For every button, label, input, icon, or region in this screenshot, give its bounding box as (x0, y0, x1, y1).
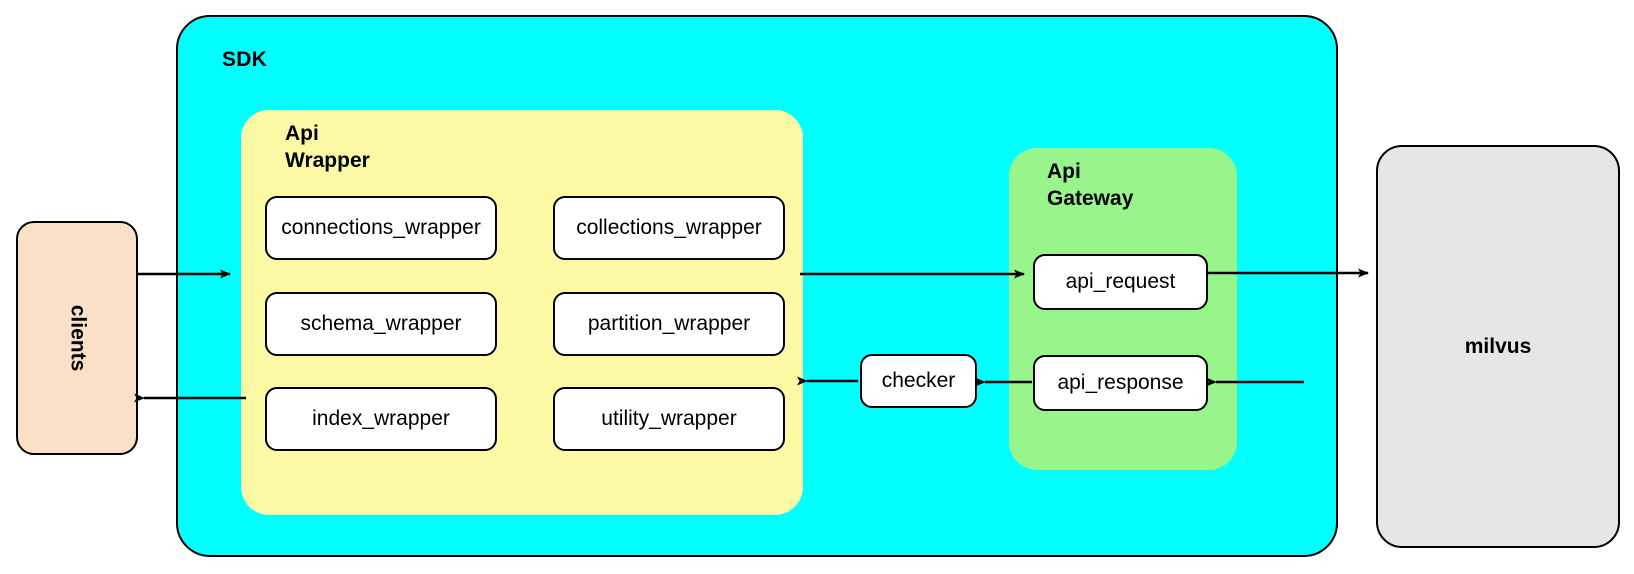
module-api-request[interactable]: api_request (1033, 254, 1208, 310)
module-connections-wrapper[interactable]: connections_wrapper (265, 196, 497, 260)
module-schema-wrapper[interactable]: schema_wrapper (265, 292, 497, 356)
clients-label: clients (66, 304, 89, 372)
module-partition-wrapper[interactable]: partition_wrapper (553, 292, 785, 356)
clients-node[interactable]: clients (16, 221, 138, 455)
sdk-label: SDK (222, 48, 267, 71)
module-index-wrapper[interactable]: index_wrapper (265, 387, 497, 451)
milvus-node[interactable]: milvus (1376, 145, 1620, 548)
api-wrapper-label: Api Wrapper (285, 122, 370, 172)
module-api-response[interactable]: api_response (1033, 355, 1208, 411)
module-utility-wrapper[interactable]: utility_wrapper (553, 387, 785, 451)
module-collections-wrapper[interactable]: collections_wrapper (553, 196, 785, 260)
api-gateway-label: Api Gateway (1047, 160, 1134, 210)
checker-node[interactable]: checker (860, 354, 977, 408)
